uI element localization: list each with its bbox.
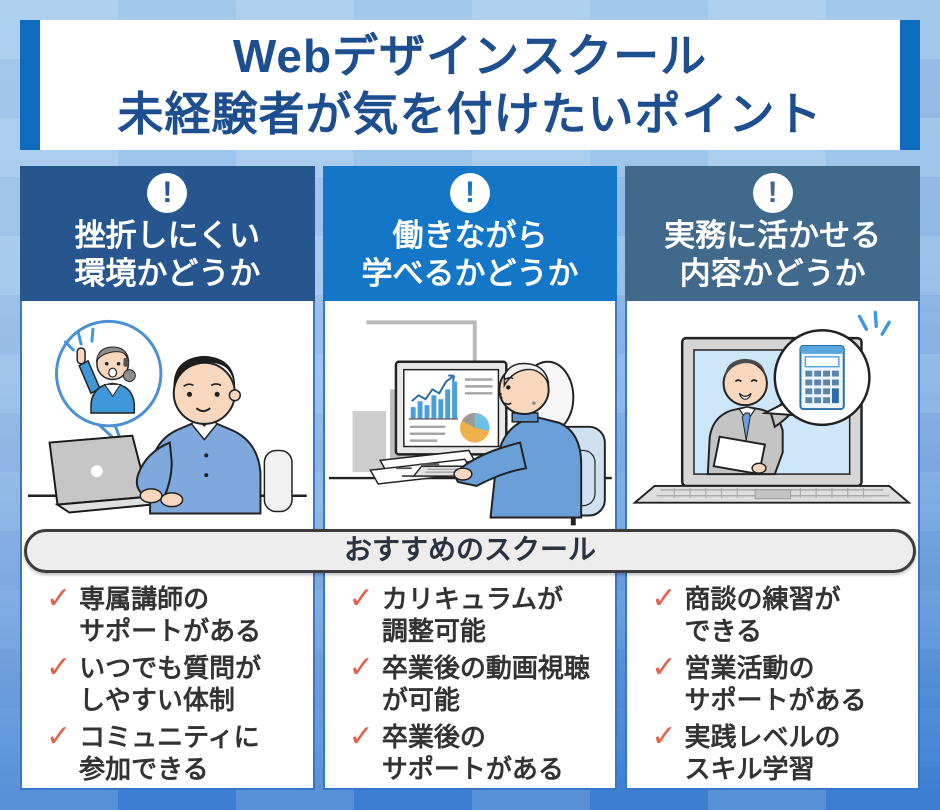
check-icon: ✓	[651, 720, 677, 753]
check-icon: ✓	[651, 651, 677, 684]
calculator-icon	[799, 345, 846, 411]
columns-row: ! 挫折しにくい 環境かどうか	[20, 166, 921, 790]
column1-checklist: ✓ 専属講師のサポートがある ✓ いつでも質問がしやすい体制 ✓ コミュニティに…	[22, 583, 313, 785]
column-hard-to-give-up: ! 挫折しにくい 環境かどうか	[20, 166, 315, 790]
title-left-bar	[20, 20, 40, 150]
exclamation-icon: !	[450, 173, 490, 213]
laptop-presenter-illustration	[627, 301, 918, 527]
bar-chart	[410, 381, 457, 419]
exclamation-icon: !	[147, 173, 188, 213]
man-at-laptop-illustration	[22, 301, 313, 527]
check-icon: ✓	[46, 582, 72, 615]
column3-header: ! 実務に活かせる 内容かどうか	[625, 166, 921, 301]
checklist-item: ✓ コミュニティに参加できる	[46, 720, 260, 785]
check-icon: ✓	[348, 651, 374, 684]
check-icon: ✓	[348, 582, 374, 615]
checklist-item: ✓ 卒業後のサポートがある	[348, 720, 564, 785]
woman-figure	[453, 360, 582, 519]
laptop	[48, 434, 165, 514]
checklist-item: ✓ 専属講師のサポートがある	[46, 582, 262, 647]
woman-at-monitor-illustration	[325, 301, 616, 527]
monitor-with-charts	[394, 360, 508, 469]
column-learn-while-working: ! 働きながら 学べるかどうか	[322, 166, 618, 790]
checklist-item: ✓ 卒業後の動画視聴が可能	[348, 651, 590, 716]
sparkle-lines	[858, 310, 892, 336]
exclamation-icon: !	[752, 173, 793, 213]
column-practical-content: ! 実務に活かせる 内容かどうか	[625, 166, 921, 790]
check-icon: ✓	[651, 582, 677, 615]
column2-title: 働きながら 学べるかどうか	[361, 218, 579, 291]
page-title-line1: Webデザインスクール	[232, 30, 708, 82]
checklist-item: ✓ 商談の練習ができる	[651, 582, 841, 647]
column1-header: ! 挫折しにくい 環境かどうか	[20, 166, 315, 301]
check-icon: ✓	[348, 720, 374, 753]
column2-checklist: ✓ カリキュラムが調整可能 ✓ 卒業後の動画視聴が可能 ✓ 卒業後のサポートがあ…	[325, 583, 616, 785]
column1-title: 挫折しにくい 環境かどうか	[74, 218, 261, 291]
column2-header: ! 働きながら 学べるかどうか	[322, 166, 618, 301]
check-icon: ✓	[46, 651, 72, 684]
mentor-speech-bubble	[55, 319, 163, 449]
calculator-bubble	[761, 329, 871, 427]
column3-title: 実務に活かせる 内容かどうか	[664, 218, 882, 291]
presenter	[707, 358, 821, 476]
checklist-item: ✓ カリキュラムが調整可能	[348, 582, 564, 647]
checklist-item: ✓ いつでも質問がしやすい体制	[46, 651, 262, 716]
title-right-bar	[900, 20, 920, 150]
checklist-item: ✓ 営業活動のサポートがある	[651, 651, 867, 716]
laptop-base	[632, 484, 912, 504]
column3-checklist: ✓ 商談の練習ができる ✓ 営業活動のサポートがある ✓ 実践レベルのスキル学習	[627, 583, 918, 785]
check-icon: ✓	[46, 720, 72, 753]
title-banner: Webデザインスクール 未経験者が気を付けたいポイント	[20, 20, 920, 150]
pie-chart	[459, 413, 490, 443]
recommended-schools-banner: おすすめのスクール	[24, 529, 916, 573]
checklist-item: ✓ 実践レベルのスキル学習	[651, 720, 841, 785]
page-title-line2: 未経験者が気を付けたいポイント	[117, 88, 823, 140]
man-figure	[135, 355, 293, 515]
